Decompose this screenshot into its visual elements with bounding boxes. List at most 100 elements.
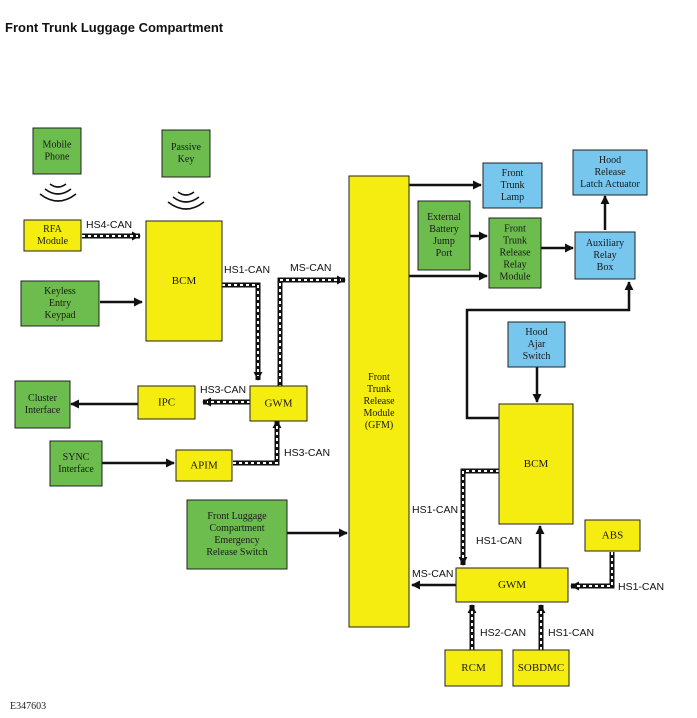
- module-label-line: RCM: [461, 662, 486, 674]
- module-label-line: Front: [502, 168, 524, 179]
- module-label-line: Battery: [429, 224, 458, 235]
- module-label-line: Trunk: [500, 180, 524, 191]
- bus-label-hs1-can-left: HS1-CAN: [224, 264, 270, 276]
- module-label-line: Cluster: [28, 393, 58, 404]
- module-label-line: SYNC: [63, 452, 90, 463]
- module-box: [49, 440, 103, 487]
- module-label-line: Trunk: [367, 384, 391, 395]
- module-label-line: Relay: [503, 260, 526, 271]
- module-front-luggage-switch: Front LuggageCompartmentEmergencyRelease…: [186, 499, 288, 570]
- module-box: [20, 280, 100, 327]
- module-label-line: Switch: [523, 351, 551, 362]
- ms-can-gwm-gfm-link: [277, 275, 346, 388]
- module-label-line: BCM: [524, 458, 549, 470]
- module-label-line: Entry: [49, 298, 71, 309]
- module-box: [488, 217, 542, 289]
- hs1-can-abs-gwm-link: [570, 552, 615, 591]
- module-box: [417, 200, 471, 271]
- module-box: [186, 499, 288, 570]
- module-label-line: Interface: [58, 464, 94, 475]
- module-label-line: Release Switch: [206, 547, 267, 558]
- passive-key-wireless-waves: [167, 191, 205, 210]
- module-label-line: Trunk: [503, 236, 527, 247]
- module-box: [145, 220, 223, 342]
- module-label-line: Emergency: [214, 535, 259, 546]
- module-box: [175, 449, 233, 482]
- module-gwm-right: GWM: [455, 567, 569, 603]
- module-label-line: Relay: [593, 250, 616, 261]
- hs1-can-bcm-gwm-link: [222, 282, 263, 381]
- module-label-line: BCM: [172, 275, 197, 287]
- bus-label-hs4-can: HS4-CAN: [86, 219, 132, 231]
- module-label-line: Module: [37, 236, 69, 247]
- module-label-line: GWM: [498, 579, 526, 591]
- module-label-line: Hood: [599, 155, 621, 166]
- module-box: [572, 149, 648, 196]
- module-box: [455, 567, 569, 603]
- module-label-line: Lamp: [501, 192, 524, 203]
- module-label-line: Keypad: [44, 310, 75, 321]
- module-label-line: Front Luggage: [207, 511, 267, 522]
- module-label-line: Release: [363, 396, 395, 407]
- module-gwm-left: GWM: [249, 385, 308, 422]
- module-bcm-left: BCM: [145, 220, 223, 342]
- module-sobdmc: SOBDMC: [512, 649, 570, 687]
- module-label-line: Box: [597, 262, 614, 273]
- module-label-line: APIM: [190, 459, 218, 471]
- bus-label-hs1-can-sobdmc: HS1-CAN: [548, 627, 594, 639]
- module-label-line: Front: [368, 372, 390, 383]
- module-label-line: Key: [178, 154, 195, 165]
- module-label-line: Mobile: [43, 140, 72, 151]
- module-label-line: Jump: [433, 236, 455, 247]
- module-box: [348, 175, 410, 628]
- module-label-line: Module: [363, 408, 395, 419]
- module-label-line: RFA: [43, 224, 62, 235]
- module-box: [512, 649, 570, 687]
- module-box: [14, 380, 71, 429]
- bus-label-ms-can-top: MS-CAN: [290, 262, 331, 274]
- module-box: [574, 231, 636, 280]
- connections-layer: [39, 180, 634, 650]
- module-box: [161, 129, 211, 178]
- module-box: [23, 219, 82, 252]
- module-label-line: Release: [499, 248, 531, 259]
- module-label-line: Front: [504, 224, 526, 235]
- module-label-line: Passive: [171, 142, 202, 153]
- hs3-can-apim-gwm-link: [233, 419, 282, 466]
- bus-label-hs1-can-abs: HS1-CAN: [618, 581, 664, 593]
- module-rcm: RCM: [444, 649, 503, 687]
- module-box: [482, 162, 543, 209]
- bcm-to-auxbox-link: [465, 281, 634, 420]
- module-label-line: IPC: [158, 396, 175, 408]
- module-label-line: ABS: [602, 529, 623, 541]
- module-box: [137, 385, 196, 420]
- module-box: [584, 519, 641, 552]
- module-label-line: Release: [594, 167, 626, 178]
- figure-reference: E347603: [10, 701, 47, 712]
- bus-label-hs3-can-apim: HS3-CAN: [284, 447, 330, 459]
- module-label-line: Ajar: [528, 339, 546, 350]
- module-label-line: Keyless: [44, 286, 76, 297]
- module-abs: ABS: [584, 519, 641, 552]
- module-box: [507, 321, 566, 368]
- mobile-phone-wireless-waves: [39, 183, 77, 202]
- module-box: [444, 649, 503, 687]
- module-label-line: GWM: [264, 397, 292, 409]
- bus-label-hs3-can-ipc: HS3-CAN: [200, 384, 246, 396]
- module-box: [498, 403, 574, 525]
- module-box: [249, 385, 308, 422]
- hs1-can-bcm-gwm-right-link: [458, 468, 499, 566]
- module-label-line: Port: [436, 248, 453, 259]
- module-label-line: Hood: [525, 327, 547, 338]
